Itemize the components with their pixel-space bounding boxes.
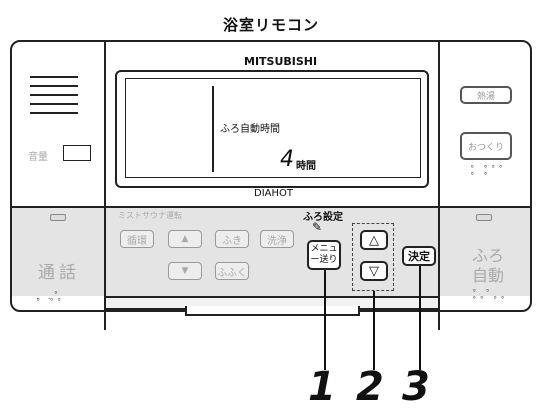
mic-label: 音量 [28,152,48,163]
panel-leg-left [104,296,106,330]
lcd-divider [212,86,214,172]
callout-leader-1 [324,270,326,370]
panel-leg-right [438,296,440,330]
bottom-tab [185,306,360,316]
bath-setting-label: ふろ設定 [303,212,343,223]
pencil-icon: ✎ [312,220,323,234]
up-arrow-icon: △ [369,232,379,248]
up-button[interactable]: △ [360,230,388,250]
otsukuri-label: おつくり [467,142,504,153]
lcd-screen [125,78,421,178]
fufuku-button[interactable]: ふふく [215,262,249,280]
talk-button[interactable]: 通話 [38,263,80,283]
fuki-button[interactable]: ふき [215,230,249,248]
up-ghost-button[interactable]: ▲ [168,230,202,248]
bath-auto-button[interactable]: ふろ自動 [471,246,504,285]
down-ghost-button[interactable]: ▼ [168,262,202,280]
lower-panel [12,208,530,296]
circulate-button[interactable]: 循環 [120,230,154,248]
model-label: DIAHOT [254,188,293,199]
menu-forward-label: メニュー送り [310,244,338,265]
callout-3: 3 [402,364,430,410]
page-title: 浴室リモコン [222,16,319,34]
speaker-grille [30,76,78,116]
lcd-value: 4 [280,147,294,172]
menu-forward-button[interactable]: メニュー送り [307,240,341,270]
down-button[interactable]: ▽ [360,261,388,281]
lcd-frame [115,70,429,188]
callout-leader-3 [419,266,421,370]
mist-sauna-label: ミストサウナ運転 [118,211,182,220]
auto-indicator-led [476,214,492,221]
decide-button[interactable]: 決定 [402,246,436,266]
divider-mid [12,206,530,208]
down-arrow-icon: ▽ [369,263,379,279]
divider-right [438,40,440,330]
mic-window [63,145,91,161]
hot-water-label: 熱湯 [476,91,495,102]
otsukuri-button[interactable]: おつくり [460,132,512,160]
arrow-group-frame [352,223,394,291]
callout-2: 2 [356,364,384,410]
callout-leader-2 [373,291,375,370]
lcd-label: ふろ自動時間 [220,124,280,135]
right-bottom-dots: ˚ ˚˚˚ ˚˚ [472,290,508,307]
left-dots: . .˚˚ ˚˚ [36,292,65,309]
talk-indicator-led [50,214,66,221]
lcd-unit: 時間 [296,161,316,172]
hot-water-button[interactable]: 熱湯 [460,86,512,104]
callout-1: 1 [308,364,336,410]
decide-label: 決定 [408,250,430,263]
divider-left [104,40,106,330]
right-top-dots: ˚ ˚˚˚ ˚ ˚ [470,166,506,183]
wash-button[interactable]: 洗浄 [260,230,294,248]
brand-label: MITSUBISHI [244,55,318,68]
